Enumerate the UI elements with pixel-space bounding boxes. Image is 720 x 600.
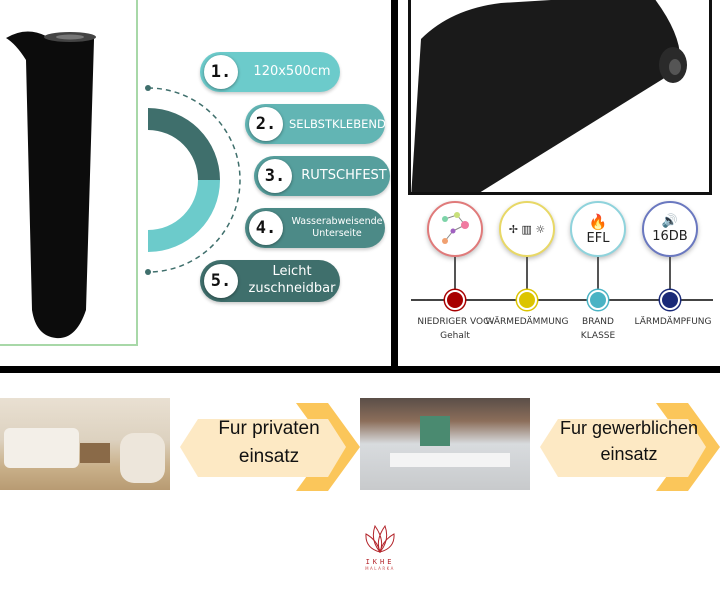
feature-label: RUTSCHFEST — [301, 167, 387, 183]
feature-number: 2. — [249, 107, 283, 141]
connector — [669, 257, 671, 291]
property-label: WÄRMEDÄMMUNG — [485, 317, 569, 327]
connector — [597, 257, 599, 291]
timeline-dot-noise — [660, 290, 680, 310]
commercial-use-text: Fur gewerblichen einsatz — [559, 418, 699, 465]
lotus-icon — [365, 524, 395, 553]
speaker-icon: 🔊16DB — [642, 201, 698, 257]
carpet-photo — [408, 0, 712, 195]
living-room-photo — [0, 398, 170, 490]
timeline-line — [411, 299, 713, 301]
timeline-dot-insulation — [517, 290, 537, 310]
product-panel — [0, 0, 138, 346]
property-label: NIEDRIGER VOC-Gehalt — [417, 317, 493, 342]
connector — [526, 257, 528, 291]
connector — [454, 257, 456, 291]
feature-label: Leicht zuschneidbar — [248, 264, 336, 296]
feature-pill-4: 4. Wasserabweisende Unterseite — [245, 208, 385, 248]
feature-arc-diagram — [145, 85, 241, 275]
property-label: BRAND KLASSE — [580, 317, 616, 342]
brand-subname: MALARKA — [365, 566, 395, 571]
carpet-roll-image — [6, 31, 96, 339]
feature-number: 3. — [258, 159, 292, 193]
brand-logo: IKHE MALARKA — [360, 522, 400, 578]
office-photo — [360, 398, 530, 490]
feature-label: 120x500cm — [253, 63, 331, 79]
property-label: LÄRMDÄMPFUNG — [634, 317, 712, 327]
timeline-dot-fire — [588, 290, 608, 310]
feature-number: 1. — [204, 55, 238, 89]
divider-vertical — [391, 0, 398, 372]
private-use-text: Fur privaten einsatz — [218, 418, 320, 467]
feature-pill-3: 3. RUTSCHFEST — [254, 156, 390, 196]
feature-number: 5. — [204, 264, 238, 298]
divider-horizontal — [0, 366, 720, 373]
feature-label: Wasserabweisende Unterseite — [291, 215, 383, 239]
feature-number: 4. — [249, 211, 283, 245]
feature-label: SELBSTKLEBEND — [289, 116, 386, 131]
noise-badge: 16DB — [652, 229, 688, 244]
brand-name: IKHE — [365, 558, 395, 566]
fire-class-badge: EFL — [586, 230, 610, 246]
timeline-dot-voc — [445, 290, 465, 310]
flame-icon: 🔥EFL — [570, 201, 626, 257]
insulation-icon: ✢ ▥ ☼ — [499, 201, 555, 257]
feature-pill-2: 2. SELBSTKLEBEND — [245, 104, 386, 144]
private-use-badge: Fur privaten einsatz — [178, 403, 360, 491]
commercial-use-badge: Fur gewerblichen einsatz — [538, 403, 720, 491]
feature-pill-1: 1. 120x500cm — [200, 52, 340, 92]
molecule-icon — [427, 201, 483, 257]
feature-pill-5: 5. Leicht zuschneidbar — [200, 260, 340, 302]
